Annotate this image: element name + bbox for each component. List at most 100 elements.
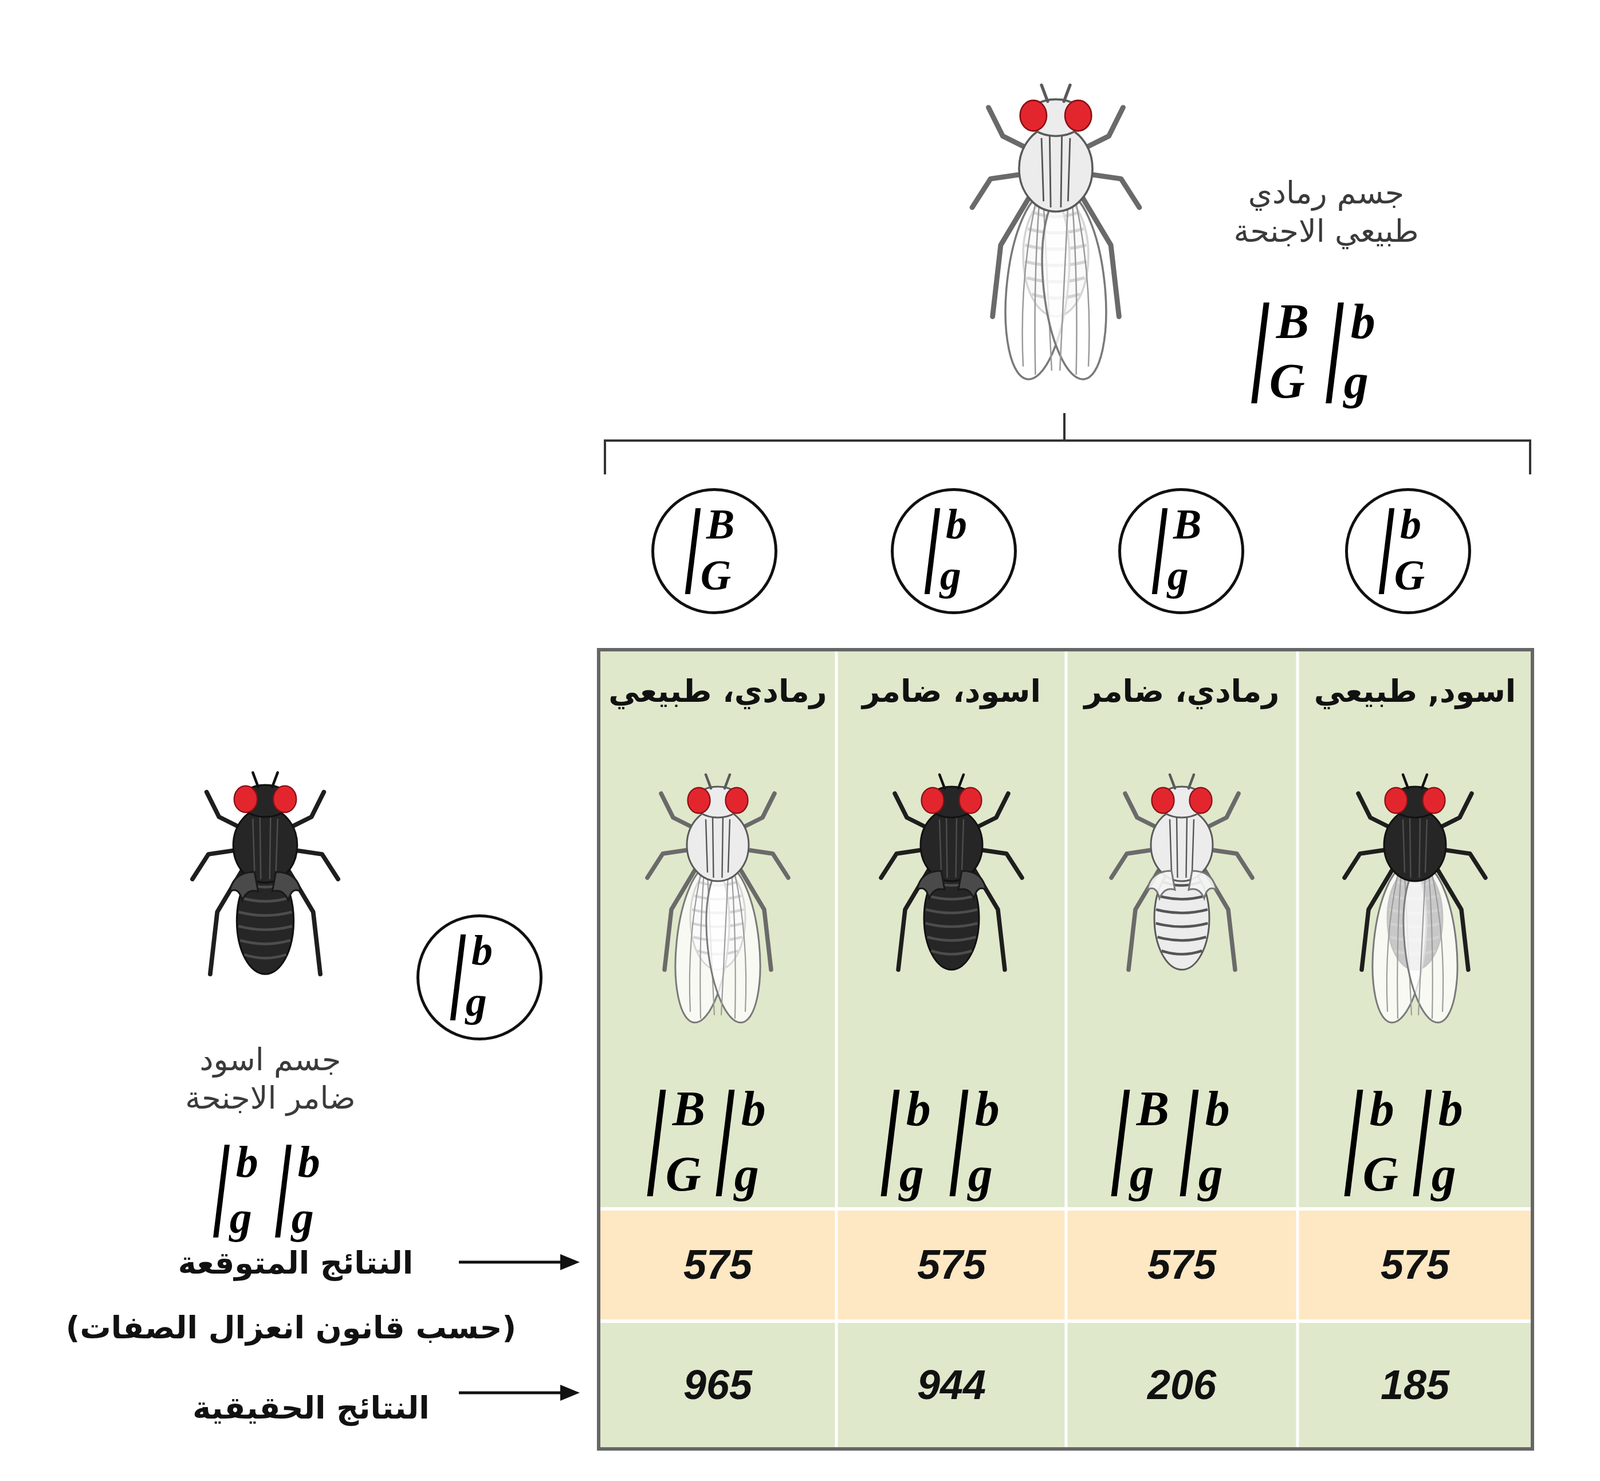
fly-part — [1019, 126, 1093, 212]
allele-letter: G — [1269, 356, 1305, 406]
chromosome-bar — [1251, 302, 1270, 404]
fly-part — [917, 870, 945, 899]
fly-part — [1344, 849, 1390, 879]
fly-part — [1386, 874, 1398, 1012]
fly-illustration — [1329, 767, 1501, 1043]
allele-letter: B — [706, 502, 735, 546]
fly-part — [1041, 84, 1071, 101]
allele-letter: b — [906, 1083, 931, 1134]
fly-part — [721, 874, 729, 1016]
fly-part — [1158, 895, 1206, 900]
column-separator — [1064, 649, 1068, 1449]
fly-part — [927, 937, 977, 941]
allele-letter: b — [1400, 502, 1422, 546]
fly-part — [705, 774, 730, 789]
chromosome-bar — [1111, 1089, 1131, 1197]
allele-letter: G — [700, 553, 731, 597]
row-arrow-head — [560, 1253, 580, 1271]
fly-illustration — [953, 76, 1158, 404]
table-background — [598, 649, 1533, 1449]
fly-part — [1156, 923, 1209, 927]
fly-illustration — [631, 767, 804, 1043]
chromosome-bar — [1344, 1089, 1364, 1197]
phenotype-header: اسود، ضامر — [862, 671, 1041, 711]
fly-part — [233, 807, 298, 883]
fly-part — [1064, 100, 1092, 131]
gamete-bracket — [604, 413, 1531, 475]
fly-part — [1147, 870, 1175, 899]
fly-part — [234, 785, 258, 813]
fly-part — [244, 954, 287, 958]
chromosome-bar — [450, 934, 466, 1021]
allele-letter: g — [1343, 356, 1369, 406]
fly-part — [252, 815, 278, 880]
chromosome-bar — [1152, 508, 1168, 595]
fly-part — [705, 815, 730, 878]
fly-part — [699, 862, 768, 1026]
fly-part — [686, 808, 749, 882]
row-label: (حسب قانون انعزال الصفات) — [65, 1308, 517, 1348]
allele-letter: g — [1198, 1149, 1224, 1199]
chromosome-bar — [213, 1144, 230, 1238]
fly-part — [1169, 815, 1194, 878]
fly-part — [734, 874, 746, 1012]
chromosome-bar — [1325, 302, 1344, 404]
allele-letter: g — [229, 1194, 253, 1240]
allele-letter: b — [1350, 296, 1376, 347]
row-arrow-line — [458, 1260, 565, 1264]
allele-letter: g — [968, 1149, 993, 1199]
allele-letter: B — [672, 1083, 706, 1134]
fly-part — [238, 911, 293, 916]
expected-count: 575 — [1380, 1241, 1450, 1288]
chromosome-bar — [1180, 1089, 1199, 1197]
observed-count: 965 — [683, 1362, 753, 1408]
fly-part — [1418, 874, 1426, 1016]
fly-part — [272, 871, 301, 901]
fly-part — [700, 870, 705, 1019]
fly-part — [925, 909, 978, 914]
fly-part — [229, 871, 259, 901]
fly-part — [1156, 909, 1208, 914]
chromosome-bar — [1378, 508, 1395, 595]
fly-part — [953, 76, 1158, 404]
fly-part — [1035, 199, 1040, 375]
allele-letter: B — [1276, 296, 1309, 347]
phenotype-header: اسود, طبيعي — [1314, 671, 1517, 711]
column-separator — [1296, 649, 1300, 1449]
expected-count: 575 — [917, 1241, 986, 1288]
observed-count: 944 — [917, 1362, 986, 1408]
fly-part — [743, 849, 789, 879]
phenotype-header: رمادي، طبيعي — [608, 671, 827, 711]
fly-part — [1020, 100, 1047, 131]
fly-part — [176, 765, 355, 1050]
row-arrow-head — [560, 1384, 580, 1401]
chromosome-bar — [647, 1089, 667, 1197]
fly-part — [689, 874, 701, 1012]
fly-part — [631, 767, 804, 1043]
chromosome-bar — [1413, 1089, 1433, 1197]
fly-part — [1150, 808, 1213, 882]
fly-part — [272, 871, 301, 901]
row-label: النتائج الحقيقية — [192, 1388, 430, 1428]
fly-part — [1432, 874, 1444, 1012]
fly-illustration — [176, 765, 355, 1050]
allele-letter: g — [899, 1149, 925, 1199]
fly-part — [688, 787, 711, 814]
fly-part — [1095, 767, 1268, 1043]
chromosome-bar — [716, 1089, 735, 1197]
fly-part — [1396, 862, 1465, 1026]
fly-part — [1022, 203, 1036, 367]
allele-letter: g — [1431, 1149, 1457, 1199]
fly-part — [959, 787, 982, 814]
fly-part — [699, 862, 768, 1026]
fly-part — [1111, 849, 1157, 879]
fly-part — [1152, 787, 1175, 814]
allele-letter: g — [1129, 1149, 1155, 1199]
chromosome-bar — [881, 1089, 900, 1197]
gamete-circle: bg — [416, 914, 543, 1041]
allele-letter: b — [1205, 1083, 1230, 1134]
fly-part — [238, 926, 293, 930]
chromosome-bar — [274, 1144, 292, 1238]
fly-part — [958, 870, 986, 899]
